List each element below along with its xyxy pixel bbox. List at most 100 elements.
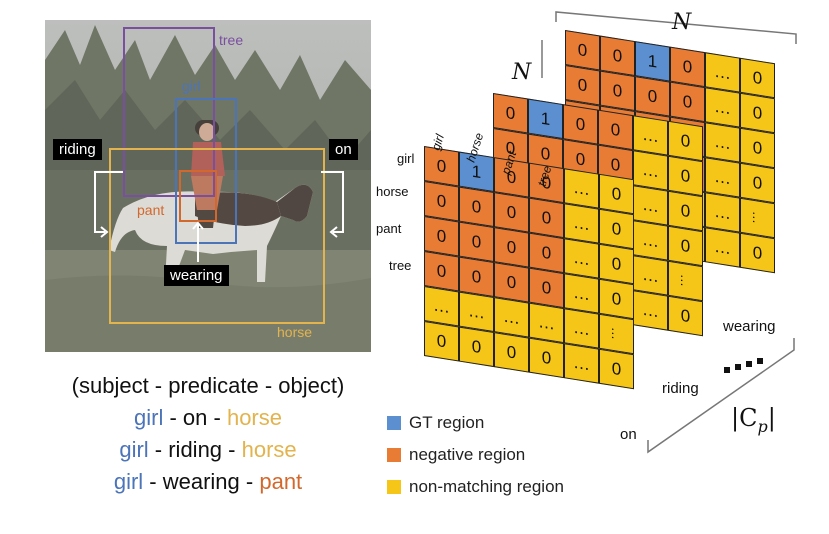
matrix-cell: 0	[668, 190, 703, 232]
matrix-cell: …	[633, 220, 668, 261]
matrix-cell: 0	[424, 321, 459, 362]
matrix-row-label: horse	[376, 184, 409, 199]
scene-photo: tree girl pant horse riding on wearing	[45, 20, 371, 352]
triplet-object: horse	[226, 405, 282, 430]
matrix-cell: 0	[668, 120, 703, 162]
matrix-cell: 0	[494, 192, 529, 233]
matrix-cell: 0	[740, 162, 775, 204]
tree-bbox-label: tree	[219, 32, 244, 48]
triplet-subject: girl	[113, 469, 144, 494]
legend-label: GT region	[409, 413, 485, 432]
pant-bbox	[179, 170, 217, 222]
layer-name-middle: riding	[662, 380, 699, 397]
matrix-cell: …	[740, 197, 775, 239]
girl-bbox	[175, 98, 237, 244]
more-layers-ellipsis	[722, 355, 768, 373]
horse-bbox-label: horse	[277, 324, 313, 340]
matrix-cell: 0	[563, 104, 598, 145]
matrix-cell: …	[705, 122, 740, 163]
legend-label: negative region	[409, 445, 526, 464]
matrix-cell: …	[564, 238, 599, 279]
matrix-cell: …	[529, 302, 564, 344]
matrix-cell: …	[668, 260, 703, 302]
matrix-cell: 0	[599, 208, 634, 250]
matrix-cell: …	[564, 308, 599, 349]
matrix-cell: 0	[459, 221, 494, 263]
matrix-cell: …	[564, 168, 599, 209]
relation-arrows	[94, 171, 344, 262]
legend-swatch	[387, 480, 401, 494]
matrix-cell: …	[705, 52, 740, 93]
triplet-predicate: on	[182, 405, 208, 430]
matrix-cell: 0	[740, 232, 775, 274]
depth-label: |Cp|	[731, 404, 776, 436]
scene-illustration	[45, 20, 371, 352]
triplet-row: girl - on - horse	[134, 405, 282, 430]
dim-label-top: N	[672, 10, 692, 35]
legend-swatch	[387, 448, 401, 462]
matrix-cell: 0	[598, 109, 633, 151]
matrix-cell: 0	[668, 295, 703, 337]
matrix-cell: …	[564, 203, 599, 244]
matrix-cell: 0	[740, 127, 775, 169]
matrix-cell: 0	[599, 173, 634, 215]
triplet-row: girl - riding - horse	[119, 437, 297, 462]
matrix-cell: 0	[565, 30, 600, 71]
matrix-row-label: girl	[397, 151, 415, 166]
predicate-riding-tag: riding	[53, 139, 102, 160]
matrix-cell: 0	[494, 262, 529, 303]
matrix-cell: 0	[599, 348, 634, 390]
matrix-cell: …	[705, 87, 740, 128]
matrix-cell: …	[633, 185, 668, 226]
matrix-cell: …	[633, 115, 668, 156]
layer-name-back: wearing	[723, 318, 776, 335]
matrix-cell: …	[633, 255, 668, 296]
matrix-cell: 0	[740, 92, 775, 134]
matrix-cell: 0	[635, 76, 670, 117]
matrix-cell: 0	[424, 216, 459, 257]
matrix-cell: 0	[459, 326, 494, 368]
matrix-cell: 0	[459, 186, 494, 228]
dim-label-side: N	[512, 60, 532, 85]
girl-bbox-label: girl	[182, 78, 201, 94]
matrix-cell: …	[494, 297, 529, 338]
matrix-cell: 0	[565, 65, 600, 106]
matrix-cell: 0	[668, 225, 703, 267]
depth-label-main: |C	[731, 404, 758, 432]
triplet-predicate: riding	[168, 437, 223, 462]
pant-bbox-label: pant	[137, 202, 165, 218]
matrix-cell: …	[705, 227, 740, 268]
matrix-cell: …	[705, 192, 740, 233]
matrix-cell: 0	[424, 251, 459, 292]
matrix-cell: …	[459, 291, 494, 333]
legend-label: non-matching region	[409, 477, 564, 496]
matrix-cell: 0	[529, 232, 564, 274]
matrix-cell: 0	[670, 81, 705, 123]
triplet-subject: girl	[134, 405, 164, 430]
triplet-object: pant	[259, 469, 303, 494]
matrix-cell: …	[564, 273, 599, 314]
matrix-cell: 0	[740, 57, 775, 99]
matrix-cell: 1	[528, 98, 563, 140]
matrix-cell: 0	[529, 197, 564, 239]
matrix-cell: 0	[599, 243, 634, 285]
tree-bbox	[123, 27, 215, 197]
horse-bbox	[109, 148, 325, 324]
depth-label-close: |	[767, 404, 776, 432]
matrix-cell: 0	[494, 227, 529, 268]
matrix-cell: …	[424, 286, 459, 327]
triplet-row: girl - wearing - pant	[113, 469, 303, 494]
matrix-cell: …	[705, 157, 740, 198]
triplet-subject: girl	[119, 437, 149, 462]
matrix-row-label: tree	[389, 258, 412, 273]
layer-name-front: on	[620, 426, 637, 443]
predicate-on-tag: on	[329, 139, 358, 160]
matrix-cell: 0	[493, 93, 528, 134]
triplet-predicate: wearing	[162, 469, 240, 494]
matrix-cell: 0	[668, 155, 703, 197]
matrix-cell: …	[564, 343, 599, 384]
triplet-header: (subject - predicate - object)	[71, 373, 345, 398]
